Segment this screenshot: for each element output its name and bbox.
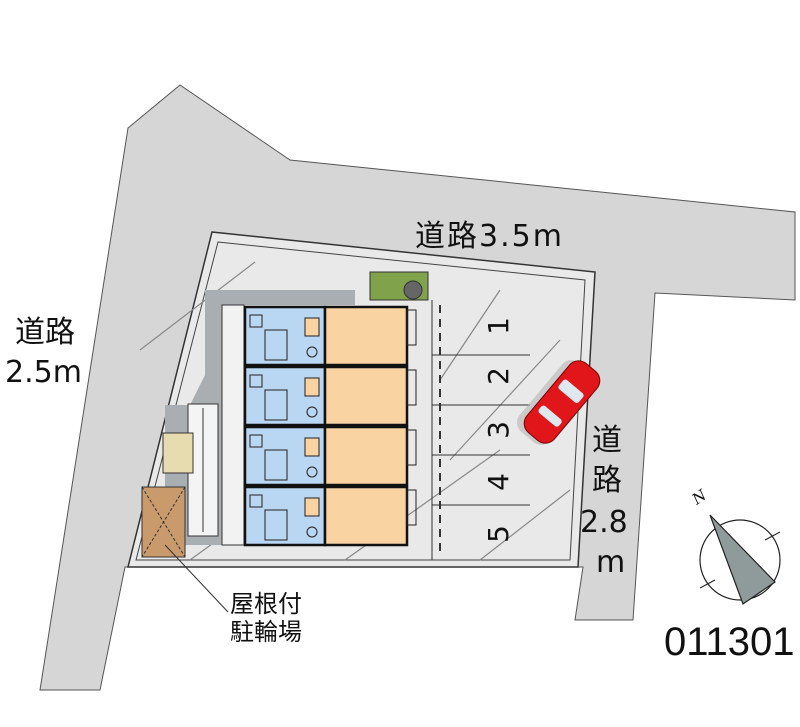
road-left-label-2: 2.5m	[5, 355, 82, 390]
apartment-units	[243, 305, 409, 547]
bike-shed-label-1: 屋根付	[230, 590, 302, 618]
parking-space-3: 3	[481, 421, 515, 439]
car-icon	[517, 360, 601, 445]
parking-space-2: 2	[481, 367, 515, 385]
corridor	[221, 304, 245, 546]
utility-box	[162, 432, 194, 474]
compass-icon	[699, 514, 781, 605]
unit-fixtures	[249, 309, 417, 541]
road-right-label-2: 路	[592, 463, 622, 498]
bike-shed-leader	[164, 544, 229, 613]
bike-shed-label-2: 駐輪場	[230, 618, 302, 646]
road-right-label-4: m	[596, 545, 626, 580]
parking-space-4: 4	[481, 473, 515, 491]
road-right-label-1: 道	[592, 423, 622, 458]
road-left-label-1: 道路	[15, 315, 75, 350]
property-code: 011301	[664, 620, 795, 664]
road-top-label: 道路3.5m	[415, 219, 564, 254]
parking-space-1: 1	[481, 317, 515, 335]
road-right-label-3: 2.8	[580, 505, 628, 540]
parking-space-5: 5	[481, 525, 515, 543]
parking-lines	[431, 300, 530, 560]
